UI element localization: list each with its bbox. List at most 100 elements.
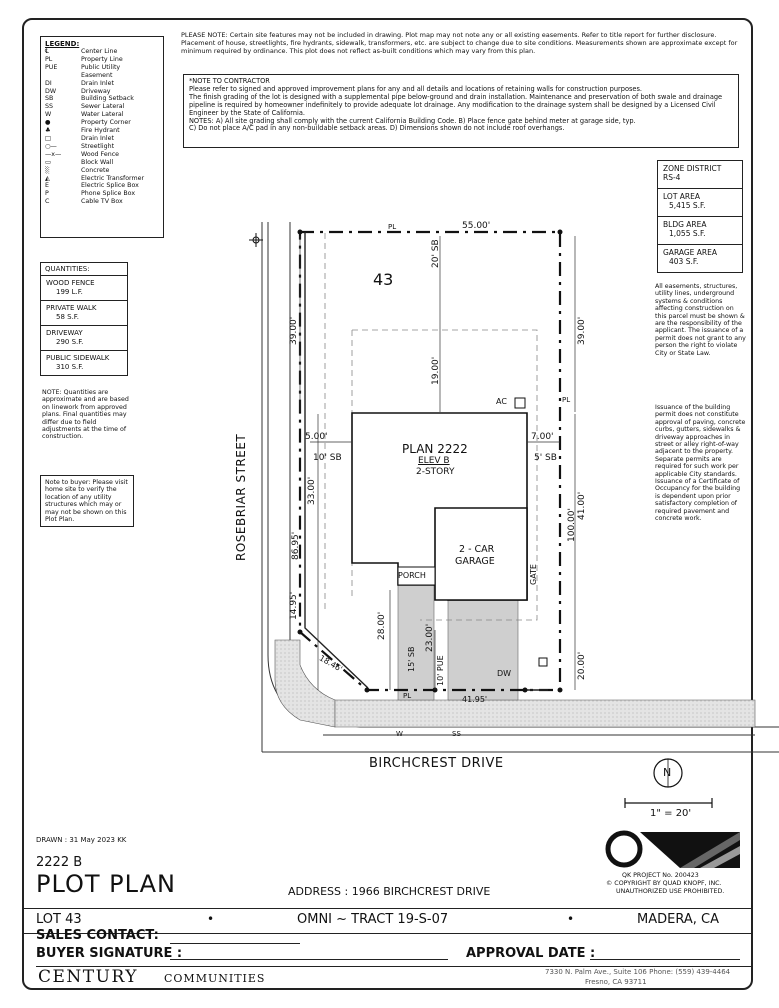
legend-item: ░Concrete [45, 167, 159, 175]
approval-date-line[interactable] [590, 959, 740, 960]
legend-symbol: —x— [45, 150, 62, 158]
tract-label: OMNI ~ TRACT 19-S-07 [297, 912, 449, 927]
bullet: • [567, 912, 575, 926]
pl-label: PL [388, 223, 397, 231]
plot-plan-title: PLOT PLAN [36, 870, 176, 898]
legend-symbol: SB [45, 95, 54, 103]
dim-7: 7.00' [531, 432, 554, 442]
bullet: • [207, 912, 215, 926]
legend-symbol: SS [45, 103, 53, 111]
legend-label: Streetlight [81, 142, 115, 150]
contractor-line-4: C) Do not place A/C pad in any non-build… [189, 124, 565, 133]
legend-label: Drain Inlet [81, 79, 114, 87]
lot-label: LOT 43 [36, 912, 82, 927]
property-line [298, 230, 562, 692]
dim-20: 20.00' [577, 651, 587, 680]
water-label: W [396, 730, 403, 738]
qty-value: 310 S.F. [56, 363, 84, 371]
drawn-date: DRAWN : 31 May 2023 KK [36, 836, 127, 844]
quantities-note: NOTE: Quantities are approximate and are… [42, 389, 129, 441]
streetlight-icon [249, 233, 263, 247]
legend-item: —x— Wood Fence [45, 151, 159, 159]
company-logo: CENTURY [38, 967, 138, 987]
legend-item: ○— Streetlight [45, 143, 159, 151]
legend-item: ♣ Fire Hydrant [45, 127, 159, 135]
zone-label: GARAGE AREA [663, 248, 717, 257]
qty-label: WOOD FENCE [46, 279, 95, 287]
dim-15-sb: 15' SB [407, 646, 416, 673]
legend-symbol: ℄ [45, 48, 50, 55]
property-corners [297, 229, 563, 693]
legend-symbol: ♣ [45, 127, 51, 135]
qk-unauthorized: UNAUTHORIZED USE PROHIBITED. [616, 888, 725, 895]
pl-label-front: PL [403, 692, 412, 700]
legend-symbol: ▭ [45, 158, 51, 166]
ac-unit [514, 397, 526, 409]
legend-symbol: □ [45, 134, 51, 142]
qty-driveway: DRIVEWAY 290 S.F. [41, 326, 127, 351]
legend-title: LEGEND: [45, 40, 80, 48]
top-dimension: 55.00' [462, 221, 491, 231]
qty-value: 199 L.F. [56, 288, 83, 296]
front-setback: 20' SB [431, 239, 441, 268]
qty-label: PUBLIC SIDEWALK [46, 354, 110, 362]
legend-item: ◭Electric Transformer [45, 175, 159, 183]
dim-100: 100.00' [567, 508, 577, 542]
sales-contact-label: SALES CONTACT: [36, 928, 159, 943]
zone-value: RS-4 [663, 173, 681, 182]
stories: 2-STORY [416, 467, 455, 477]
legend-label: Concrete [81, 166, 110, 174]
legend-symbol: P [45, 190, 49, 198]
contractor-note: *NOTE TO CONTRACTOR Please refer to sign… [183, 74, 739, 148]
sales-contact-line[interactable] [170, 943, 300, 944]
wood-fence [304, 232, 548, 691]
contractor-line-2: The finish grading of the lot is designe… [189, 92, 723, 117]
setback-right: 5' SB [534, 453, 557, 463]
zone-label: ZONE DISTRICT [663, 164, 722, 173]
dim-86-95: 86.95' [291, 531, 301, 560]
sewer-label: SS [452, 730, 461, 738]
dim-41-95: 41.95' [462, 695, 488, 704]
legend-symbol: ○— [45, 142, 57, 150]
legend-label: Electric Splice Box [81, 182, 139, 190]
quantities-box: QUANTITIES: WOOD FENCE 199 L.F. PRIVATE … [40, 262, 128, 376]
plan-name: PLAN 2222 [402, 442, 468, 456]
legend-label: Building Setback [81, 95, 134, 103]
legend-label: Wood Fence [81, 150, 120, 158]
buyer-signature-line[interactable] [170, 959, 448, 960]
contractor-line-3: NOTES: A) All site grading shall comply … [189, 116, 636, 125]
legend-symbol: PUE [45, 63, 58, 71]
legend-item: ●Property Corner [45, 119, 159, 127]
quantities-title: QUANTITIES: [41, 263, 127, 276]
dimension-lines [299, 236, 576, 690]
public-sidewalk-front [334, 699, 756, 728]
legend-symbol: E [45, 182, 49, 190]
legend-label: Easement [81, 71, 113, 79]
dim-14-95: 14.95' [289, 591, 299, 620]
north-arrow [653, 758, 683, 788]
street-front-label: BIRCHCREST DRIVE [369, 756, 504, 771]
porch [397, 566, 436, 586]
legend-symbol: PL [45, 55, 53, 63]
qty-label: DRIVEWAY [46, 329, 83, 337]
dim-5: 5.00' [305, 432, 328, 442]
qty-public-sidewalk: PUBLIC SIDEWALK 310 S.F. [41, 351, 127, 375]
porch-label: PORCH [398, 571, 426, 580]
title-bar [22, 908, 753, 934]
contractor-line-1: Please refer to signed and approved impr… [189, 84, 643, 93]
legend-symbol: ● [45, 119, 51, 127]
dim-23: 23.00' [425, 623, 435, 652]
zone-label: LOT AREA [663, 192, 700, 201]
north-label: N [663, 766, 672, 779]
company-logo-2: COMMUNITIES [164, 972, 266, 985]
public-sidewalk [274, 639, 336, 728]
legend-label: Fire Hydrant [81, 127, 120, 135]
garage-label-2: GARAGE [455, 556, 495, 567]
zone-label: BLDG AREA [663, 220, 707, 229]
